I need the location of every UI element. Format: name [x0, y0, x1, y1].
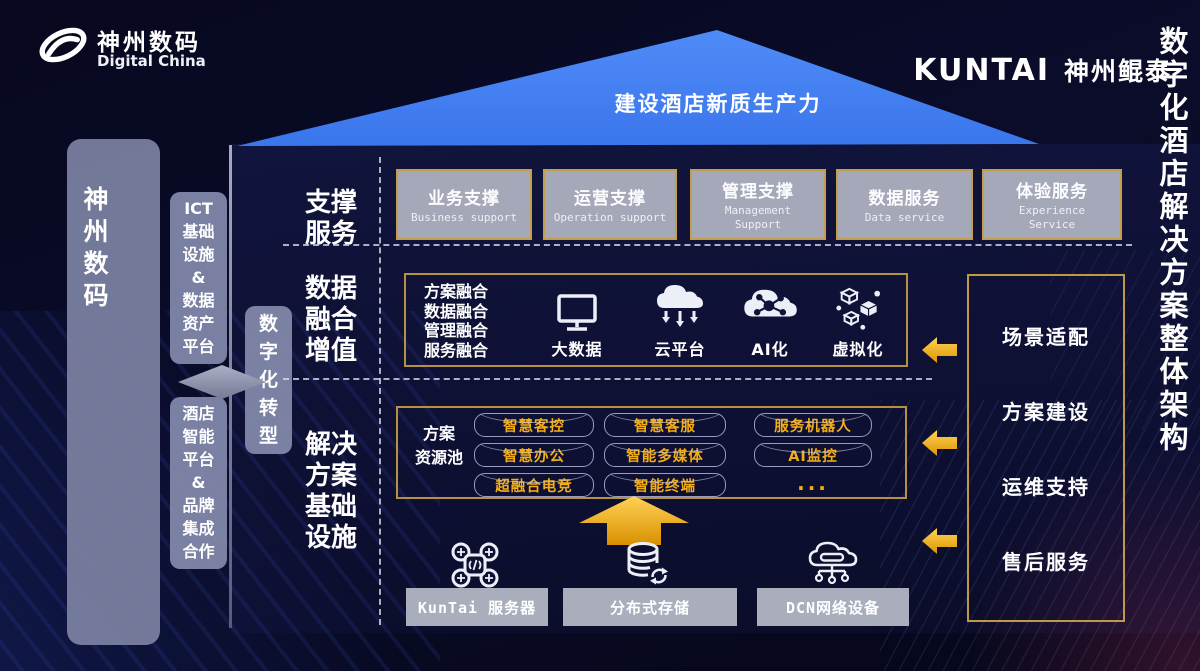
service-cn: 业务支撑 [428, 189, 500, 209]
logo-left-en: Digital China [97, 52, 206, 70]
right-item-aftersale: 售后服务 [1002, 550, 1090, 574]
tech-label: 云平台 [654, 340, 706, 359]
infra-label-network: DCN网络设备 [757, 588, 909, 626]
service-box-management: 管理支撑 Management Support [690, 169, 826, 240]
ict-platform-box: ICT 基础 设施 & 数据 资产 平台 [170, 192, 227, 364]
data-fusion-box: 方案融合 数据融合 管理融合 服务融合 大数据 [404, 273, 908, 367]
service-cn: 体验服务 [1016, 182, 1088, 202]
logo-left-cn: 神州数码 [97, 30, 201, 56]
brand-cn: 神州鲲泰 [1063, 57, 1172, 86]
brand-vertical: 神州数码 [80, 186, 109, 314]
tech-ai: AI化 [724, 280, 816, 364]
diamond-connector [178, 365, 266, 399]
arrow-left-1 [922, 337, 957, 363]
tech-bigdata: 大数据 [531, 280, 623, 364]
service-cn: 数据服务 [868, 189, 941, 209]
divider-dashed-1 [283, 244, 1132, 246]
fusion-items-list: 方案融合 数据融合 管理融合 服务融合 [424, 282, 489, 360]
service-en: Business support [411, 211, 517, 224]
storage-icon [627, 542, 669, 586]
tech-virtualization: 虚拟化 [812, 280, 904, 364]
service-cn: 管理支撑 [722, 182, 794, 202]
row-label-infra: 解决 方案 基础 设施 [304, 430, 357, 553]
digital-china-logo-icon [39, 27, 87, 63]
right-item-scene: 场景适配 [1002, 325, 1090, 349]
service-box-data: 数据服务 Data service [836, 169, 973, 240]
network-cloud-icon [808, 541, 858, 585]
server-chip-icon [451, 542, 499, 588]
hotel-platform-box: 酒店 智能 平台 & 品牌 集成 合作 [170, 397, 227, 569]
cubes-icon [834, 280, 882, 334]
tech-label: 大数据 [551, 340, 603, 359]
row-label-support: 支撑 服务 [304, 188, 357, 249]
row-label-fusion: 数据 融合 增值 [304, 274, 357, 366]
tech-label: 虚拟化 [832, 340, 884, 359]
infra-label-storage: 分布式存储 [563, 588, 737, 626]
solution-title-vertical: 数字化酒店解决方案整体架构 [1155, 26, 1189, 455]
tech-label: AI化 [751, 340, 789, 359]
service-en: Data service [864, 211, 945, 224]
arrow-left-2 [922, 430, 957, 456]
pool-item: 智慧客控 [474, 413, 594, 437]
ai-cloud-icon [740, 280, 800, 334]
service-cn: 运营支撑 [574, 189, 646, 209]
pool-item: 服务机器人 [754, 413, 872, 437]
right-services-panel: 场景适配 方案建设 运维支持 售后服务 [967, 274, 1125, 622]
infra-label-server: KunTai 服务器 [406, 588, 548, 626]
brand-word: KUNTAI [913, 52, 1050, 88]
kuntai-logo: KUNTAI 神州鲲泰 [913, 52, 1172, 88]
service-en: Management Support [724, 204, 792, 231]
roof-shape [237, 30, 1039, 146]
cloud-download-icon [651, 280, 709, 334]
pool-item: AI监控 [754, 443, 872, 467]
tech-cloud-platform: 云平台 [634, 280, 726, 364]
pool-item: 智慧客服 [604, 413, 726, 437]
solution-pool-box: 方案 资源池 智慧客控 智慧办公 超融合电竞 智慧客服 智能多媒体 智能终端 服… [396, 406, 907, 499]
monitor-icon [555, 280, 599, 334]
pool-item: 智能终端 [604, 473, 726, 497]
pool-label: 方案 资源池 [414, 424, 463, 467]
left-title-panel [67, 139, 160, 645]
service-box-business: 业务支撑 Business support [396, 169, 532, 240]
roof-title: 建设酒店新质生产力 [614, 92, 822, 116]
arrow-left-3 [922, 528, 957, 554]
service-box-operation: 运营支撑 Operation support [543, 169, 677, 240]
divider-dashed-vertical [379, 157, 381, 625]
right-item-build: 方案建设 [1002, 400, 1090, 424]
pool-item: 超融合电竞 [474, 473, 594, 497]
service-en: Operation support [553, 211, 667, 224]
divider-dashed-2 [283, 378, 932, 380]
right-item-ops: 运维支持 [1002, 475, 1090, 499]
service-en: Experience Service [1018, 204, 1086, 231]
pool-item: 智能多媒体 [604, 443, 726, 467]
pool-item-ellipsis: ... [797, 471, 829, 495]
service-box-experience: 体验服务 Experience Service [982, 169, 1122, 240]
pool-item: 智慧办公 [474, 443, 594, 467]
arrow-up-big [579, 496, 689, 545]
